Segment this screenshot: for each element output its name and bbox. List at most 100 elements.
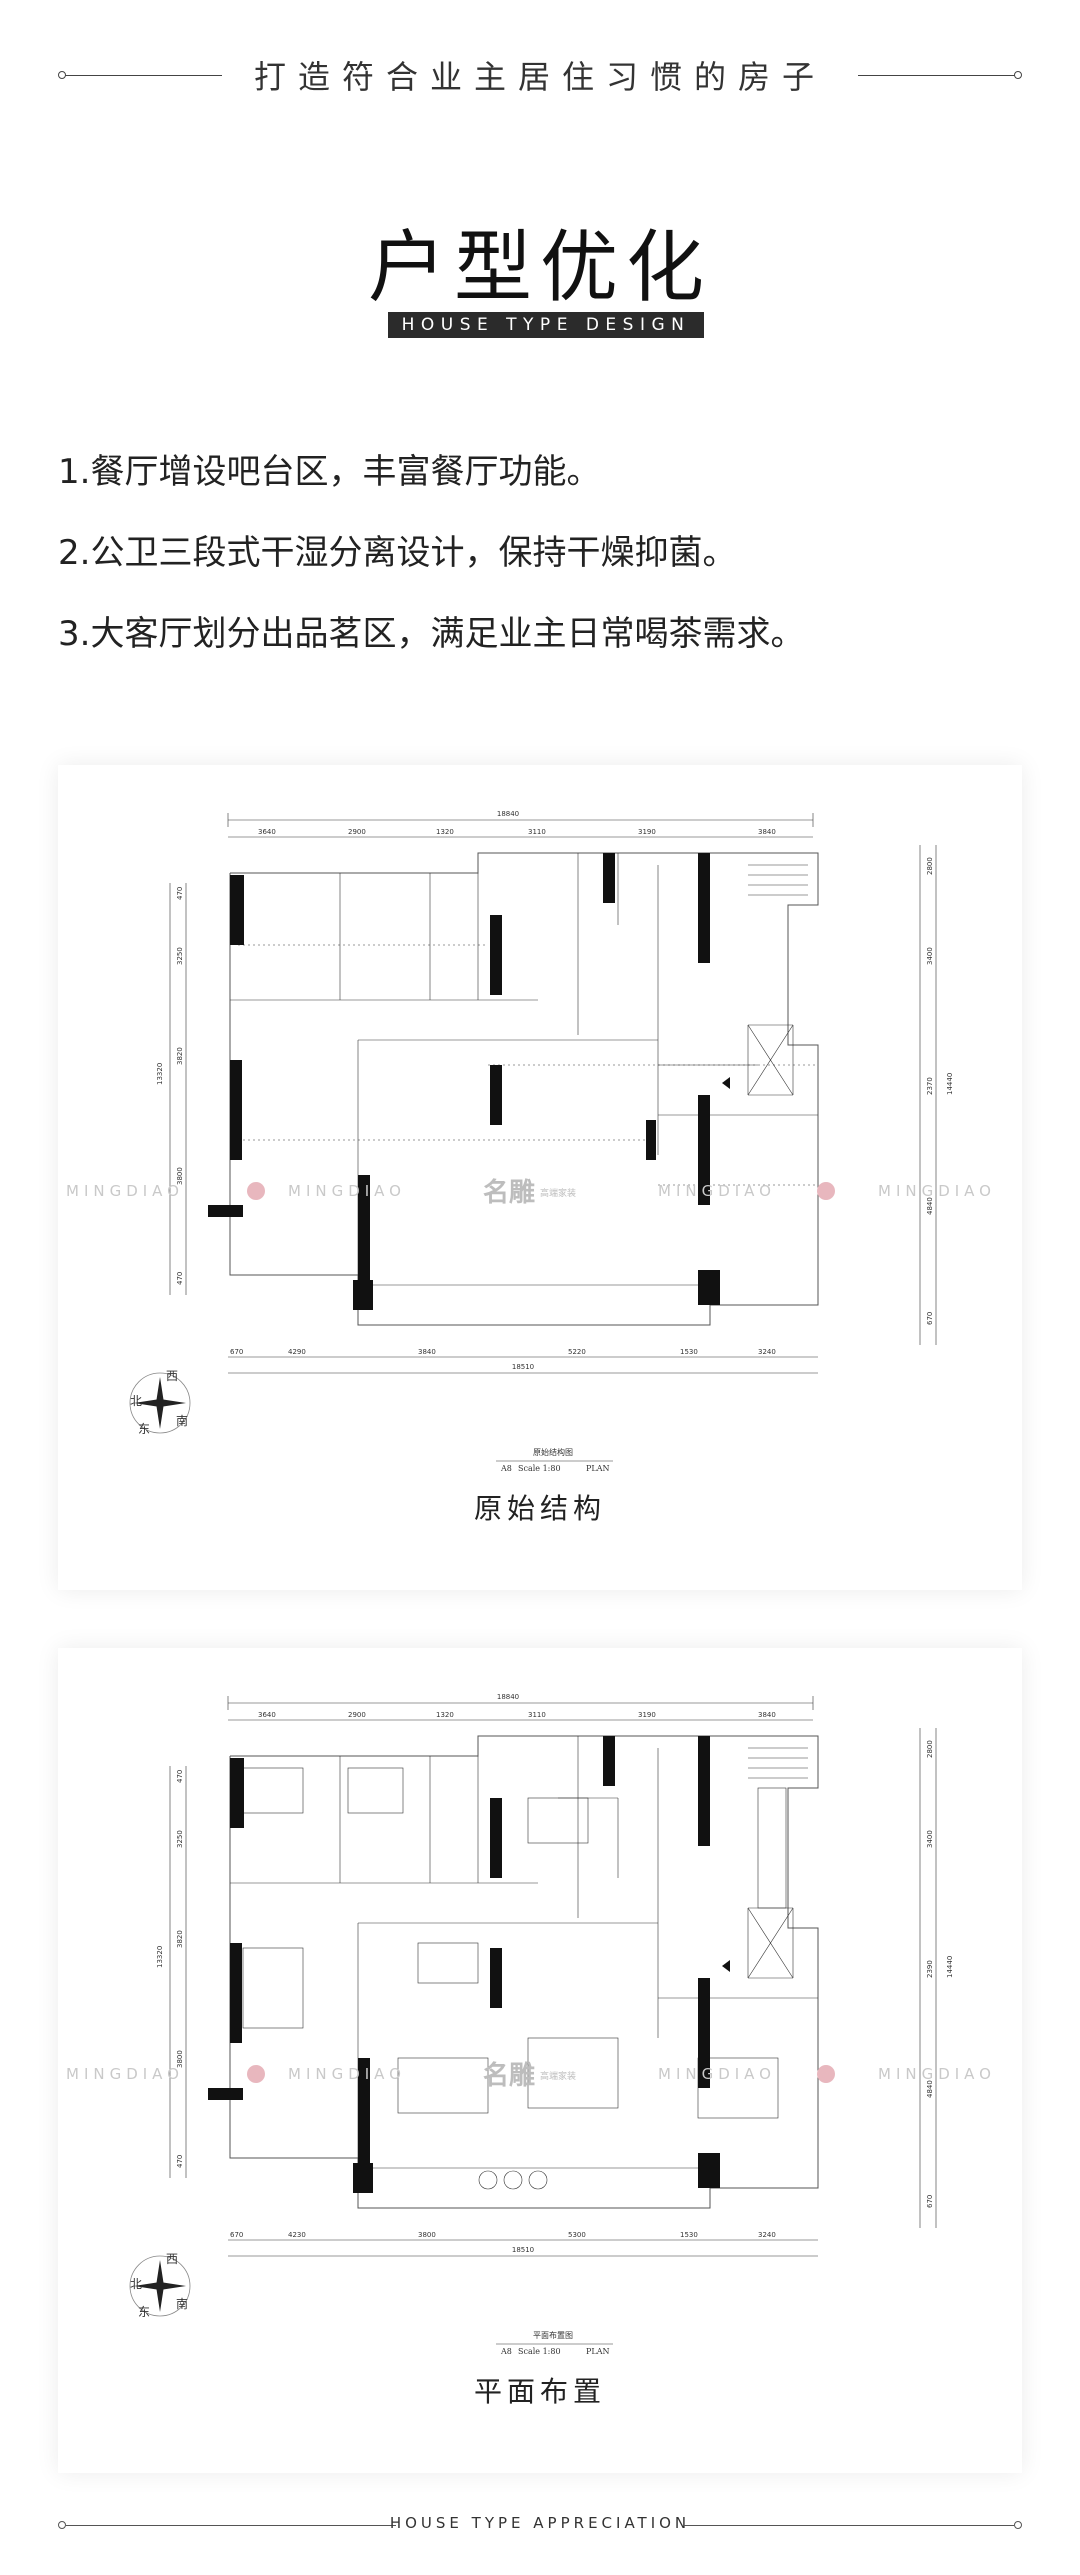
dim-bottom-1: 670 xyxy=(230,1348,243,1356)
dim-right-4: 4840 xyxy=(926,1197,934,1215)
dim-bottom-6: 3240 xyxy=(758,1348,776,1356)
dim-bottom-2: 4230 xyxy=(288,2231,306,2239)
svg-text:南: 南 xyxy=(176,1413,188,1428)
watermark-brand-sub: 高端家装 xyxy=(540,2070,576,2082)
dim-left-3: 3820 xyxy=(176,1930,184,1948)
dim-left-4: 3800 xyxy=(176,1167,184,1185)
dim-left-2: 3250 xyxy=(176,1830,184,1848)
dim-left-total: 13320 xyxy=(156,1946,164,1968)
dim-right-5: 670 xyxy=(926,1312,934,1325)
dim-right-2: 3400 xyxy=(926,1830,934,1848)
svg-text:北: 北 xyxy=(130,1394,142,1408)
svg-text:北: 北 xyxy=(130,2277,142,2291)
svg-text:西: 西 xyxy=(166,2252,178,2266)
dim-bottom-6: 3240 xyxy=(758,2231,776,2239)
dim-top-5: 3190 xyxy=(638,828,656,836)
dim-bottom-total: 18510 xyxy=(512,2246,534,2254)
dim-top-5: 3190 xyxy=(638,1711,656,1719)
dim-right-total: 14440 xyxy=(946,1956,954,1978)
dim-left-1: 470 xyxy=(176,1770,184,1783)
dim-bottom-5: 1530 xyxy=(680,1348,698,1356)
watermark-text-3: MINGDIAO xyxy=(658,2065,776,2083)
dim-left-3: 3820 xyxy=(176,1047,184,1065)
dim-top-1: 3640 xyxy=(258,828,276,836)
page-subtitle: HOUSE TYPE DESIGN xyxy=(388,312,704,338)
point-item-3: 3.大客厅划分出品茗区，满足业主日常喝茶需求。 xyxy=(58,614,805,654)
dim-right-2: 3400 xyxy=(926,947,934,965)
dim-left-1: 470 xyxy=(176,887,184,900)
drawing-name: 原始结构图 xyxy=(533,1447,573,1457)
dim-bottom-5: 1530 xyxy=(680,2231,698,2239)
dim-right-5: 670 xyxy=(926,2195,934,2208)
svg-text:南: 南 xyxy=(176,2296,188,2311)
dim-right-4: 4840 xyxy=(926,2080,934,2098)
drawing-plan-tag: PLAN xyxy=(586,1464,609,1473)
dim-bottom-4: 5220 xyxy=(568,1348,586,1356)
compass-icon: 西 东 南 北 xyxy=(129,2252,191,2319)
svg-text:东: 东 xyxy=(138,2305,150,2319)
dim-top-3: 1320 xyxy=(436,828,454,836)
watermark-text-2: MINGDIAO xyxy=(288,2065,406,2083)
point-item-1: 1.餐厅增设吧台区，丰富餐厅功能。 xyxy=(58,452,601,492)
footer-dot-right xyxy=(1014,2521,1022,2529)
plan-caption-layout: 平面布置 xyxy=(473,2375,606,2408)
floor-plan-card-layout: 18840 3640 2900 1320 3110 3190 3840 1851… xyxy=(58,1648,1022,2473)
watermark-text-2: MINGDIAO xyxy=(288,1182,406,1200)
dim-top-2: 2900 xyxy=(348,1711,366,1719)
dim-left-total: 13320 xyxy=(156,1063,164,1085)
dim-top-3: 1320 xyxy=(436,1711,454,1719)
drawing-name: 平面布置图 xyxy=(533,2330,573,2340)
dim-bottom-1: 670 xyxy=(230,2231,243,2239)
floor-plan-card-original: 18840 3640 2900 1320 3110 3190 3840 1851… xyxy=(58,765,1022,1590)
dim-right-1: 2800 xyxy=(926,857,934,875)
watermark-text-3: MINGDIAO xyxy=(658,1182,776,1200)
watermark-text-4: MINGDIAO xyxy=(878,2065,996,2083)
header-line-right xyxy=(858,75,1018,76)
floor-plan-drawing-layout: 18840 3640 2900 1320 3110 3190 3840 1851… xyxy=(66,1693,996,2356)
dim-bottom-3: 3840 xyxy=(418,1348,436,1356)
dim-top-total: 18840 xyxy=(497,1693,519,1701)
watermark-text-4: MINGDIAO xyxy=(878,1182,996,1200)
watermark-brand: 名雕 xyxy=(483,1177,535,1208)
header-dot-left xyxy=(58,71,66,79)
drawing-ref: A8 xyxy=(500,1464,512,1473)
svg-text:西: 西 xyxy=(166,1369,178,1383)
watermark-text-1: MINGDIAO xyxy=(66,2065,184,2083)
svg-text:东: 东 xyxy=(138,1422,150,1436)
dim-right-3: 2370 xyxy=(926,1077,934,1095)
optimization-points: 1.餐厅增设吧台区，丰富餐厅功能。 2.公卫三段式干湿分离设计，保持干燥抑菌。 … xyxy=(58,432,804,675)
page-title: 户型优化 xyxy=(367,223,712,313)
dim-top-6: 3840 xyxy=(758,828,776,836)
dim-top-6: 3840 xyxy=(758,1711,776,1719)
plan-caption-original: 原始结构 xyxy=(473,1492,606,1525)
dim-right-3: 2390 xyxy=(926,1960,934,1978)
drawing-scale: Scale 1:80 xyxy=(518,2347,561,2356)
dim-top-total: 18840 xyxy=(497,810,519,818)
footer-line-right xyxy=(684,2525,1014,2526)
header-dot-right xyxy=(1014,71,1022,79)
dim-right-1: 2800 xyxy=(926,1740,934,1758)
drawing-ref: A8 xyxy=(500,2347,512,2356)
dim-bottom-2: 4290 xyxy=(288,1348,306,1356)
drawing-scale: Scale 1:80 xyxy=(518,1464,561,1473)
footer-dot-left xyxy=(58,2521,66,2529)
dim-top-2: 2900 xyxy=(348,828,366,836)
dim-left-4: 3800 xyxy=(176,2050,184,2068)
dim-left-5: 470 xyxy=(176,2155,184,2168)
watermark-brand: 名雕 xyxy=(483,2060,535,2091)
dim-bottom-4: 5300 xyxy=(568,2231,586,2239)
floor-plan-drawing-original: 18840 3640 2900 1320 3110 3190 3840 1851… xyxy=(66,810,996,1473)
header-tagline: 打造符合业主居住习惯的房子 xyxy=(253,58,826,96)
drawing-plan-tag: PLAN xyxy=(586,2347,609,2356)
dim-right-total: 14440 xyxy=(946,1073,954,1095)
watermark-brand-sub: 高端家装 xyxy=(540,1187,576,1199)
watermark-logo-icon xyxy=(247,2065,835,2083)
watermark-text-1: MINGDIAO xyxy=(66,1182,184,1200)
compass-icon: 西 东 南 北 xyxy=(129,1369,191,1436)
dim-bottom-total: 18510 xyxy=(512,1363,534,1371)
dim-top-4: 3110 xyxy=(528,1711,546,1719)
footer-line-left xyxy=(66,2525,396,2526)
watermark-logo-icon xyxy=(247,1182,835,1200)
dim-bottom-3: 3800 xyxy=(418,2231,436,2239)
dim-top-4: 3110 xyxy=(528,828,546,836)
